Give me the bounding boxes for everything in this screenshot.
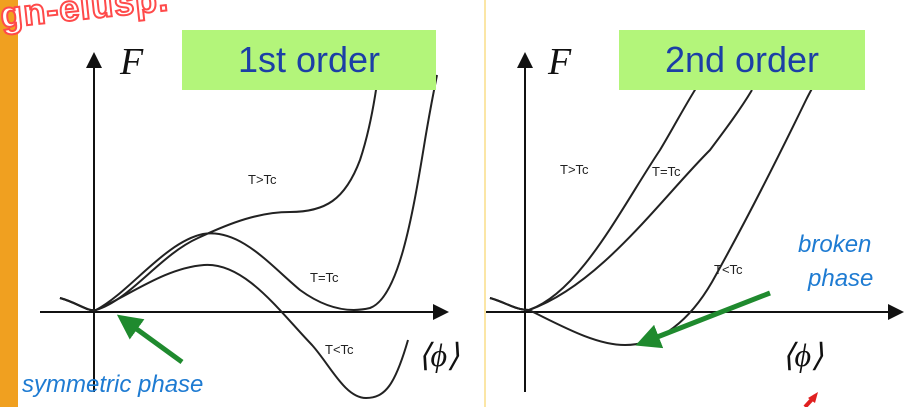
second-order-label-below-tc: T<Tc bbox=[714, 262, 743, 277]
first-order-title: 1st order bbox=[182, 30, 436, 90]
symmetric-phase-arrow bbox=[116, 314, 184, 365]
broken-phase-arrow bbox=[635, 290, 771, 349]
red-pointer-arrowhead bbox=[808, 392, 818, 403]
first-order-curve-below-tc bbox=[59, 263, 409, 400]
left-phi-label: ⟨ϕ⟩ bbox=[418, 337, 460, 373]
left-f-label: F bbox=[120, 41, 144, 83]
first-order-label-at-tc: T=Tc bbox=[310, 270, 339, 285]
right-f-label: F bbox=[548, 41, 572, 83]
right-phi-label: ⟨ϕ⟩ bbox=[782, 337, 824, 373]
second-order-curve-at-tc bbox=[489, 89, 753, 312]
second-order-title: 2nd order bbox=[619, 30, 865, 90]
symmetric-phase-label: symmetric phase bbox=[22, 371, 204, 398]
second-order-curve-below-tc bbox=[489, 69, 823, 347]
first-order-label-above-tc: T>Tc bbox=[248, 172, 277, 187]
first-order-curve-at-tc bbox=[59, 74, 438, 312]
accent-strip bbox=[0, 0, 18, 407]
second-order-label-at-tc: T=Tc bbox=[652, 164, 681, 179]
broken-phase-label-line2: phase bbox=[808, 265, 874, 292]
first-order-label-below-tc: T<Tc bbox=[325, 342, 354, 357]
broken-phase-label-line1: broken bbox=[798, 231, 872, 258]
second-order-label-above-tc: T>Tc bbox=[560, 162, 589, 177]
